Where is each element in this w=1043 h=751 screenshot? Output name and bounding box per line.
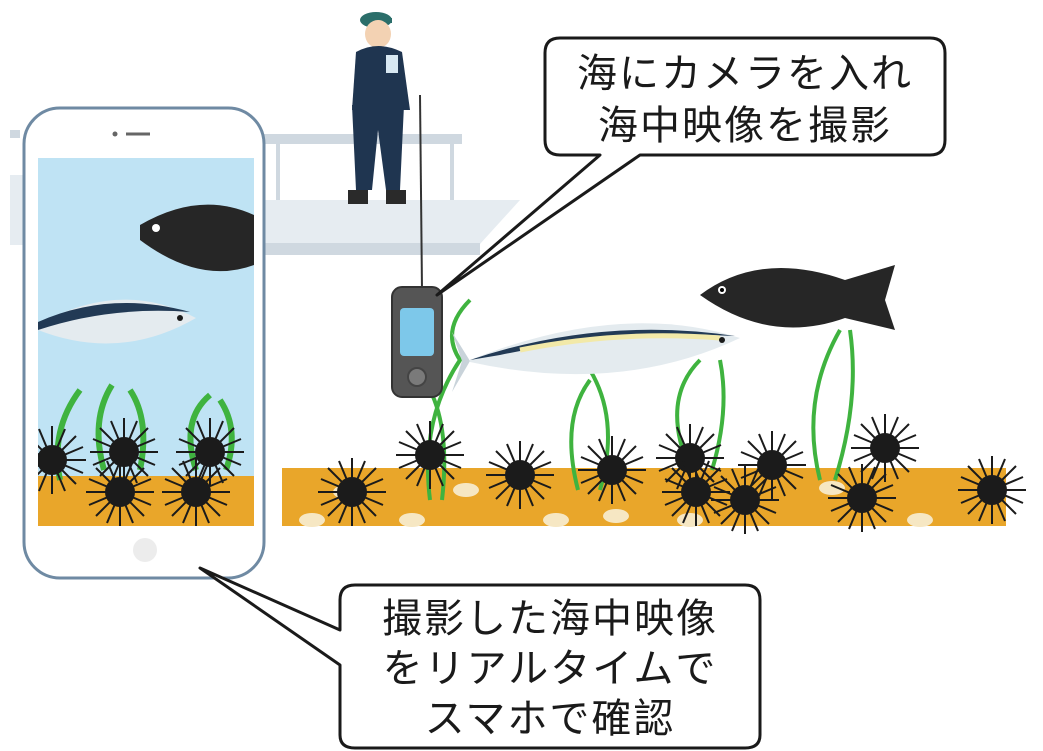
rockfish-icon — [700, 265, 895, 330]
camera-callout — [435, 36, 947, 297]
smartphone-icon — [22, 106, 266, 580]
phone-callout-line-2: をリアルタイムで — [382, 646, 718, 692]
camera-callout-text: 海にカメラを入れ 海中映像を撮影 — [545, 48, 945, 152]
camera-callout-line-2: 海中映像を撮影 — [598, 103, 892, 149]
phone-callout — [198, 566, 762, 750]
camera-callout-line-1: 海にカメラを入れ — [577, 51, 913, 97]
tuna-icon — [452, 323, 740, 392]
phone-callout-line-1: 撮影した海中映像 — [382, 596, 718, 642]
phone-callout-line-3: スマホで確認 — [424, 696, 676, 742]
phone-callout-text: 撮影した海中映像 をリアルタイムで スマホで確認 — [340, 594, 760, 744]
underwater-camera-icon — [391, 286, 443, 398]
fisherman-icon — [348, 12, 423, 291]
